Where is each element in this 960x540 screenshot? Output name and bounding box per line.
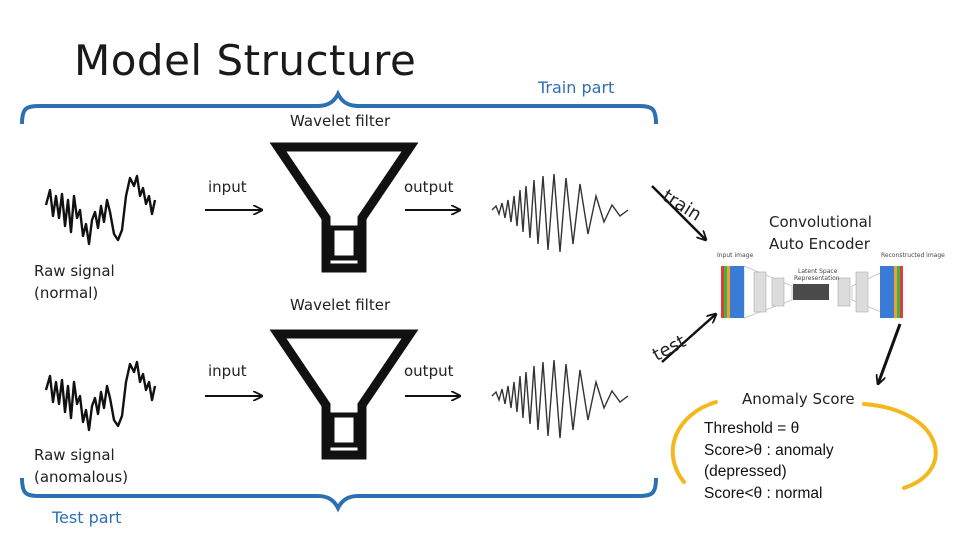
anomaly-rule-threshold: Threshold = θ: [704, 420, 800, 437]
train-brace: [20, 89, 658, 125]
train-arrow: [651, 185, 706, 240]
autoencoder-latent-caption-1: Latent Space: [798, 268, 838, 275]
raw-signal-normal-wave: [44, 174, 157, 246]
autoencoder-output-caption: Reconstructed image: [881, 252, 945, 259]
input-label-top: input: [208, 178, 247, 196]
funnel-icon-top: [269, 142, 419, 273]
autoencoder-graphic: [721, 265, 903, 319]
anomaly-rule-anomaly: Score>θ : anomaly: [704, 441, 834, 459]
autoencoder-input-caption: Input image: [717, 252, 754, 259]
autoencoder-title-line2: Auto Encoder: [769, 235, 870, 253]
test-part-label: Test part: [52, 508, 122, 527]
wavelet-filter-label-top: Wavelet filter: [290, 112, 391, 130]
page-title: Model Structure: [74, 36, 417, 85]
output-label-top: output: [404, 178, 454, 196]
raw-signal-normal-line1: Raw signal: [34, 262, 115, 280]
score-arrow: [878, 323, 902, 384]
autoencoder-title-line1: Convolutional: [769, 213, 872, 231]
raw-signal-anomalous-line1: Raw signal: [34, 446, 115, 464]
test-brace: [20, 477, 658, 513]
wavelet-output-top: [491, 173, 629, 253]
input-label-bottom: input: [208, 362, 247, 380]
wavelet-output-bottom: [491, 359, 629, 439]
wavelet-filter-label-bottom: Wavelet filter: [290, 296, 391, 314]
anomaly-ring-right: [862, 402, 938, 490]
train-part-label: Train part: [538, 78, 615, 97]
anomaly-rules: Threshold = θ Score>θ : anomaly (depress…: [704, 418, 834, 504]
autoencoder-latent-caption-2: Representation: [794, 275, 840, 282]
funnel-icon-bottom: [269, 329, 419, 460]
anomaly-score-heading: Anomaly Score: [742, 390, 855, 408]
anomaly-rule-depressed: (depressed): [704, 463, 787, 480]
raw-signal-normal-line2: (normal): [34, 284, 99, 302]
anomaly-rule-normal: Score<θ : normal: [704, 484, 823, 502]
anomaly-ring-left: [670, 400, 718, 484]
raw-signal-anomalous-wave: [44, 360, 157, 432]
test-arrow: [661, 314, 716, 363]
output-label-bottom: output: [404, 362, 454, 380]
raw-signal-anomalous-line2: (anomalous): [34, 468, 129, 486]
